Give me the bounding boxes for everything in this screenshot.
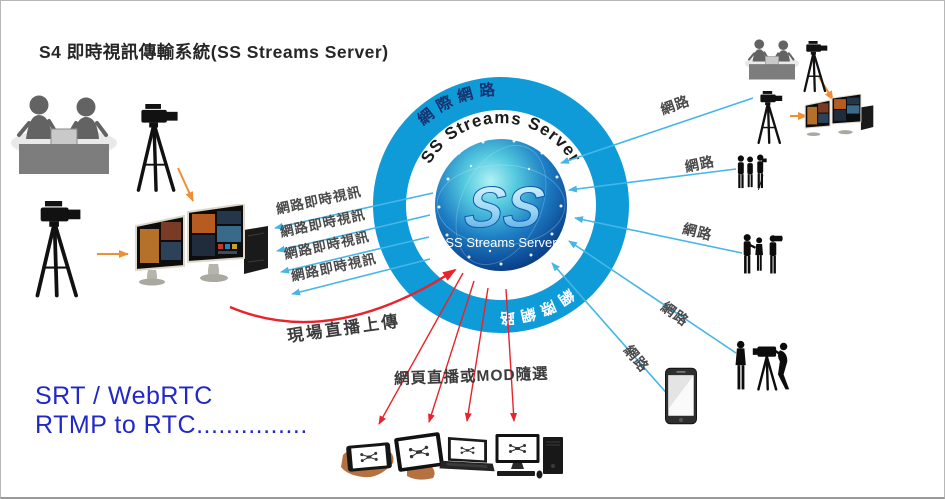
camera-tripod-right-top-icon bbox=[799, 41, 834, 95]
camera-tripod-right-mid-icon bbox=[751, 91, 791, 147]
red-distribution-arrows bbox=[378, 272, 518, 425]
camera-operator-icon bbox=[731, 339, 797, 395]
production-monitors-right-icon bbox=[794, 94, 884, 143]
anchor-desk-right-icon bbox=[743, 36, 801, 82]
viewer-phone-hand-icon bbox=[339, 433, 397, 483]
globe-ss-logo: SS bbox=[460, 175, 549, 240]
smartphone-icon bbox=[665, 367, 697, 425]
production-monitors-left-icon bbox=[134, 204, 269, 299]
viewer-laptop-icon bbox=[439, 437, 495, 477]
camera-tripod-left-bottom-icon bbox=[23, 201, 97, 303]
viewer-desktop-icon bbox=[495, 432, 565, 480]
anchor-desk-left-icon bbox=[9, 89, 119, 179]
globe: SS SS Streams Server bbox=[435, 139, 567, 271]
protocol-line-2: RTMP to RTC............... bbox=[35, 411, 308, 439]
left-feed-arrows bbox=[274, 192, 434, 296]
right-network-lines bbox=[551, 97, 754, 398]
interview-group-icon bbox=[739, 233, 783, 279]
camera-tripod-left-top-icon bbox=[129, 104, 189, 197]
upload-arrow bbox=[229, 268, 457, 324]
page-title: S4 即時視訊傳輸系統(SS Streams Server) bbox=[39, 42, 389, 62]
network-dots bbox=[437, 139, 563, 266]
protocol-line-1: SRT / WebRTC bbox=[35, 382, 213, 410]
viewer-tablet-hand-icon bbox=[393, 432, 445, 482]
globe-caption: SS Streams Server bbox=[445, 235, 557, 250]
standing-people-icon bbox=[734, 153, 768, 201]
